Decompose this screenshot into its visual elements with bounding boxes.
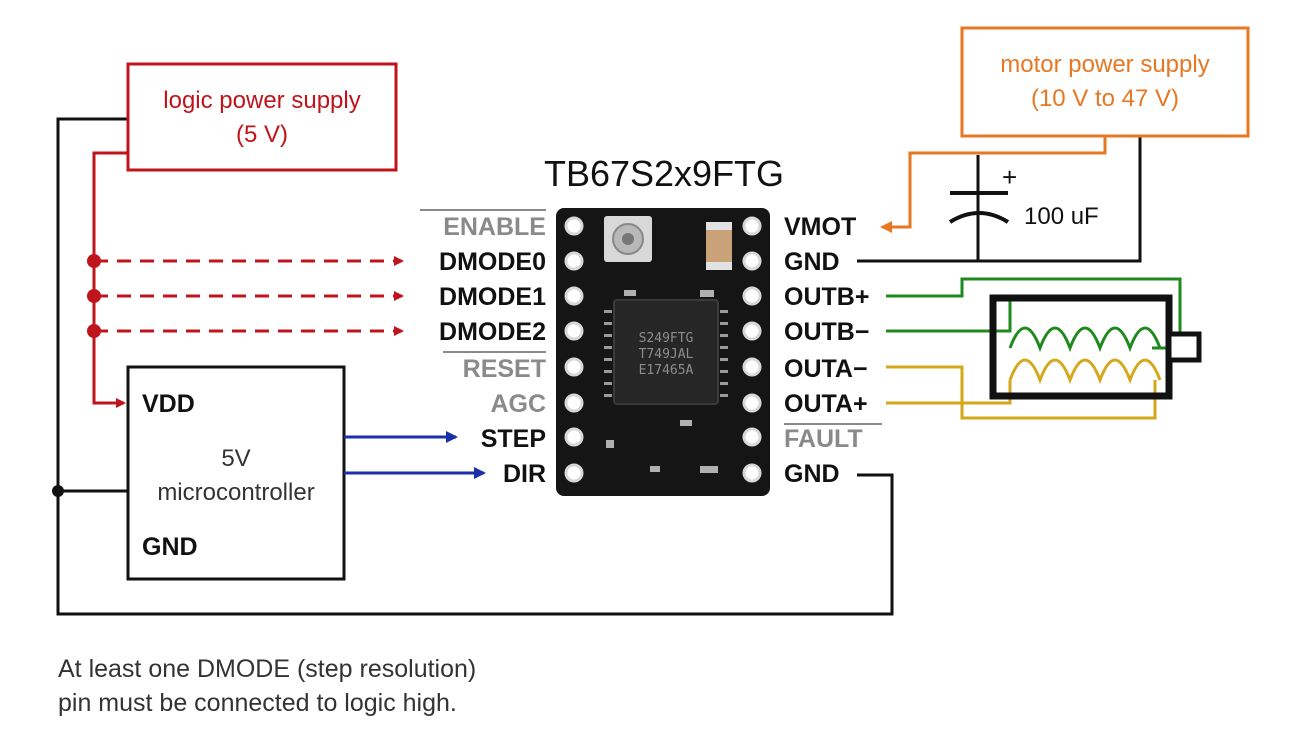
- pin-label-step: STEP: [481, 425, 546, 453]
- motor-supply-wire: [880, 136, 1107, 233]
- microcontroller: VDD 5V microcontroller GND: [126, 365, 346, 581]
- pin-label-agc: AGC: [490, 390, 546, 418]
- right-pin-labels: VMOT GND OUTB+ OUTB− OUTA− OUTA+ FAULT G…: [784, 213, 882, 488]
- pin-label-gnd-bottom: GND: [784, 460, 840, 488]
- mcu-name-line2: microcontroller: [157, 479, 314, 506]
- pin-label-reset: RESET: [463, 355, 546, 383]
- chip-marking-line3: E17465A: [639, 363, 694, 378]
- motor-supply-voltage: (10 V to 47 V): [1031, 85, 1179, 112]
- pin-label-vmot: VMOT: [784, 213, 856, 241]
- motor-supply-label: motor power supply: [1000, 51, 1209, 78]
- motor-power-supply: motor power supply (10 V to 47 V): [960, 26, 1250, 138]
- capacitor-polarity: +: [1002, 162, 1017, 192]
- pin-label-dmode0: DMODE0: [439, 248, 546, 276]
- left-pin-labels: ENABLE DMODE0 DMODE1 DMODE2 RESET AGC ST…: [420, 209, 546, 488]
- pin-label-outa-minus: OUTA−: [784, 355, 868, 383]
- board-pin-holes: [564, 216, 762, 483]
- mcu-name-line1: 5V: [221, 445, 250, 472]
- logic-supply-voltage: (5 V): [236, 121, 288, 148]
- logic-power-supply: logic power supply (5 V): [126, 62, 398, 172]
- pin-label-fault: FAULT: [784, 425, 863, 453]
- coil-b-wiring: [886, 277, 1182, 353]
- coil-a-wiring: [886, 358, 1162, 420]
- pin-label-gnd-top: GND: [784, 248, 840, 276]
- driver-ic: [613, 299, 719, 405]
- board-title: TB67S2x9FTG: [544, 153, 784, 194]
- note-line1: At least one DMODE (step resolution): [58, 655, 477, 683]
- chip-marking-line1: S249FTG: [639, 331, 694, 346]
- pin-label-outb-plus: OUTB+: [784, 283, 869, 311]
- pin-label-dmode1: DMODE1: [439, 283, 546, 311]
- dmode-note: At least one DMODE (step resolution) pin…: [58, 652, 476, 720]
- board-capacitor: [706, 222, 732, 270]
- pin-label-dmode2: DMODE2: [439, 318, 546, 346]
- potentiometer: [604, 216, 652, 262]
- pin-label-enable: ENABLE: [443, 213, 546, 241]
- logic-supply-label: logic power supply: [163, 87, 360, 114]
- step-dir-signals: [344, 431, 486, 479]
- capacitor: + 100 uF: [948, 162, 1099, 230]
- pin-label-dir: DIR: [503, 460, 546, 488]
- mcu-vdd-label: VDD: [142, 390, 195, 418]
- pin-label-outb-minus: OUTB−: [784, 318, 869, 346]
- driver-board: S249FTG T749JAL E17465A: [556, 208, 770, 496]
- pin-label-outa-plus: OUTA+: [784, 390, 868, 418]
- note-line2: pin must be connected to logic high.: [58, 689, 457, 717]
- logic-supply-wiring: [92, 151, 404, 408]
- ground-wiring: [56, 117, 1142, 616]
- chip-marking-line2: T749JAL: [639, 347, 694, 362]
- stepper-motor: [989, 294, 1202, 400]
- ground-junction-dot: [52, 485, 64, 497]
- mcu-gnd-label: GND: [142, 533, 198, 561]
- capacitor-value: 100 uF: [1024, 203, 1099, 230]
- dmode-junction-dots: [87, 254, 101, 338]
